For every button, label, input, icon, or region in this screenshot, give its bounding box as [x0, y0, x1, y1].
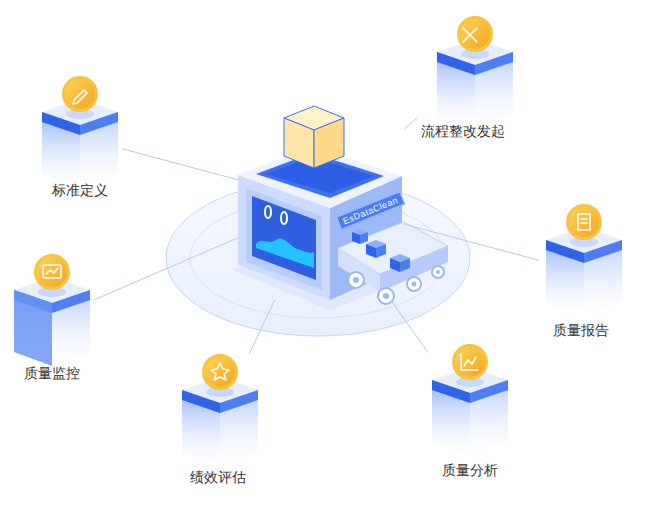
module-node: 质量监控 — [10, 254, 94, 382]
connector-line — [391, 300, 428, 352]
module-node: 绩效评估 — [176, 354, 260, 486]
connector-line — [404, 224, 539, 260]
module-node: 标准定义 — [38, 76, 122, 199]
module-label: 质量监控 — [24, 364, 80, 382]
module-label: 标准定义 — [52, 181, 108, 199]
module-node: 流程整改发起 — [417, 16, 509, 140]
module-node: 质量报告 — [539, 204, 623, 339]
module-label: 绩效评估 — [190, 468, 246, 486]
connector-line — [94, 238, 238, 300]
module-label: 质量报告 — [553, 321, 609, 339]
module-label: 流程整改发起 — [421, 122, 505, 140]
module-label: 质量分析 — [442, 461, 498, 479]
machine-label: EsDataClean — [336, 191, 405, 230]
module-node: 质量分析 — [428, 344, 512, 479]
connector-line — [404, 118, 417, 129]
machine-node: EsDataClean — [238, 104, 404, 300]
connector-line — [122, 149, 238, 180]
connector-line — [249, 300, 275, 354]
